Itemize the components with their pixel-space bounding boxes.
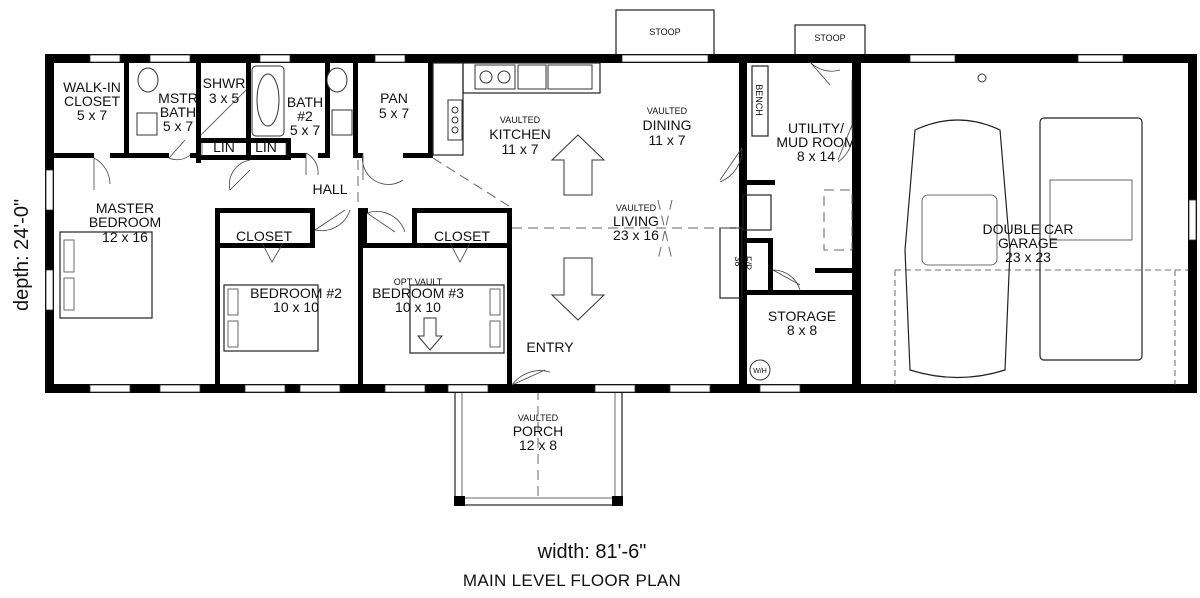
depth-dimension: depth: 24'-0" (11, 199, 33, 311)
bath-fixtures (136, 65, 353, 137)
utility-name-2: MUD ROOM (776, 134, 855, 150)
bath2-name-1: BATH (287, 94, 323, 110)
dashed-lines (357, 157, 740, 261)
garage-name-2: GARAGE (998, 235, 1058, 251)
entry-label: ENTRY (526, 339, 574, 355)
garage-size: 23 x 23 (1005, 249, 1051, 265)
bath2-name-2: #2 (297, 108, 313, 124)
dining-note: VAULTED (647, 106, 688, 116)
windows (45, 54, 1197, 393)
bath2-size: 5 x 7 (290, 122, 321, 138)
bedroom3-size: 10 x 10 (395, 299, 441, 315)
living-size: 23 x 16 (613, 227, 659, 243)
dining-size: 11 x 7 (648, 132, 685, 148)
utility-name-1: UTILITY/ (788, 120, 844, 136)
porch-size: 12 x 8 (519, 437, 557, 453)
living-note: VAULTED (616, 203, 657, 213)
kitchen-note: VAULTED (500, 115, 541, 125)
porch (454, 389, 623, 506)
living-name: LIVING (613, 213, 659, 229)
bedroom2-size: 10 x 10 (273, 299, 319, 315)
linen-1-label: LIN (213, 139, 235, 155)
width-dimension: width: 81'-6" (537, 541, 647, 563)
labels: STOOP STOOP WALK-IN CLOSET 5 x 7 MSTR BA… (11, 27, 1074, 590)
master-bedroom-name-2: BEDROOM (89, 214, 161, 230)
beds (59, 231, 505, 354)
stoop-right-label: STOOP (814, 33, 845, 43)
interior-walls (54, 63, 855, 393)
pantry-name: PAN (380, 90, 408, 106)
walkin-closet-name-1: WALK-IN (63, 79, 121, 95)
utility-fixtures (749, 65, 987, 381)
plan-title: MAIN LEVEL FLOOR PLAN (463, 571, 681, 590)
bedroom3-closet-label: CLOSET (434, 228, 490, 244)
dining-name: DINING (643, 117, 692, 133)
master-bath-size: 5 x 7 (163, 118, 194, 134)
porch-note: VAULTED (518, 413, 559, 423)
stoop-left-label: STOOP (649, 27, 680, 37)
master-bedroom-name-1: MASTER (96, 200, 154, 216)
walkin-closet-name-2: CLOSET (64, 93, 120, 109)
porch-name: PORCH (513, 423, 564, 439)
fireplace-line-2: F/P (743, 256, 753, 270)
master-bedroom-size: 12 x 16 (102, 229, 148, 245)
bench-label: BENCH (754, 84, 764, 116)
garage-cars (894, 117, 1188, 385)
master-bath-name-2: BATH (160, 104, 196, 120)
vault-arrows (416, 134, 606, 351)
fireplace-line-1: 36" (733, 256, 743, 269)
kitchen-name: KITCHEN (489, 126, 550, 142)
storage-name: STORAGE (768, 308, 836, 324)
storage-size: 8 x 8 (787, 322, 818, 338)
master-bath-name-1: MSTR (158, 90, 198, 106)
hall-label: HALL (312, 181, 347, 197)
pantry-size: 5 x 7 (379, 105, 410, 121)
walkin-closet-size: 5 x 7 (77, 107, 108, 123)
kitchen-counters (432, 62, 601, 156)
bedroom3-note: OPT VAULT (394, 277, 443, 287)
shower-size: 3 x 5 (209, 90, 240, 106)
utility-size: 8 x 14 (797, 148, 835, 164)
bedroom2-name: BEDROOM #2 (250, 285, 342, 301)
door-swings (93, 61, 854, 386)
garage-name-1: DOUBLE CAR (982, 221, 1073, 237)
linen-2-label: LIN (255, 139, 277, 155)
fireplace (719, 194, 772, 299)
kitchen-size: 11 x 7 (501, 141, 538, 157)
water-heater-label: W/H (753, 368, 767, 375)
bedroom3-name: BEDROOM #3 (372, 285, 464, 301)
shower-name: SHWR (203, 75, 246, 91)
bedroom2-closet-label: CLOSET (236, 228, 292, 244)
